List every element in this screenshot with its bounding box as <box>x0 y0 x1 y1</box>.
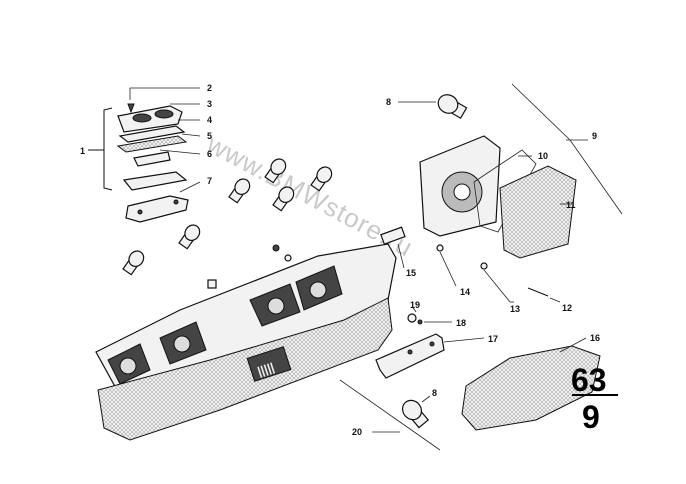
group-number: 63 9 <box>571 362 618 435</box>
callout-4: 4 <box>207 115 212 125</box>
callout-17: 17 <box>488 334 498 344</box>
group-main-number: 63 <box>571 362 607 398</box>
callout-16: 16 <box>590 333 600 343</box>
side-marker-assembly <box>380 83 623 303</box>
callout-11: 11 <box>566 200 576 210</box>
callout-5: 5 <box>207 131 212 141</box>
license-light-assembly <box>88 87 201 223</box>
callout-20: 20 <box>352 427 362 437</box>
bulb-8-bottom <box>339 379 441 451</box>
callout-7: 7 <box>207 176 212 186</box>
callout-3: 3 <box>207 99 212 109</box>
callout-13: 13 <box>510 304 520 314</box>
callout-9: 9 <box>592 131 597 141</box>
callout-labels: 1 2 3 4 5 6 7 8 9 10 11 12 13 14 15 16 1… <box>80 83 600 437</box>
group-sub-number: 9 <box>582 399 600 435</box>
tail-light-main: ||||| <box>95 243 397 441</box>
callout-19: 19 <box>410 300 420 310</box>
callout-1: 1 <box>80 146 85 156</box>
bulb-icon <box>272 186 295 212</box>
callout-2: 2 <box>207 83 212 93</box>
callout-12: 12 <box>562 303 572 313</box>
svg-text:|||||: ||||| <box>256 360 276 379</box>
callout-18: 18 <box>456 318 466 328</box>
bulb-icon <box>178 224 201 250</box>
callout-14: 14 <box>460 287 470 297</box>
mounting-bracket <box>375 305 485 379</box>
bulb-8-top <box>398 94 468 120</box>
reflector <box>107 265 343 385</box>
bulb-icon <box>264 158 287 184</box>
bulb-icon <box>310 166 333 192</box>
callout-8-bottom: 8 <box>432 388 437 398</box>
bulb-group <box>122 158 333 289</box>
bulb-icon <box>228 178 251 204</box>
callout-6: 6 <box>207 149 212 159</box>
callout-8-top: 8 <box>386 97 391 107</box>
callout-15: 15 <box>406 268 416 278</box>
callout-10: 10 <box>538 151 548 161</box>
bulb-icon <box>122 250 145 276</box>
marker-lamp-16 <box>461 337 601 431</box>
